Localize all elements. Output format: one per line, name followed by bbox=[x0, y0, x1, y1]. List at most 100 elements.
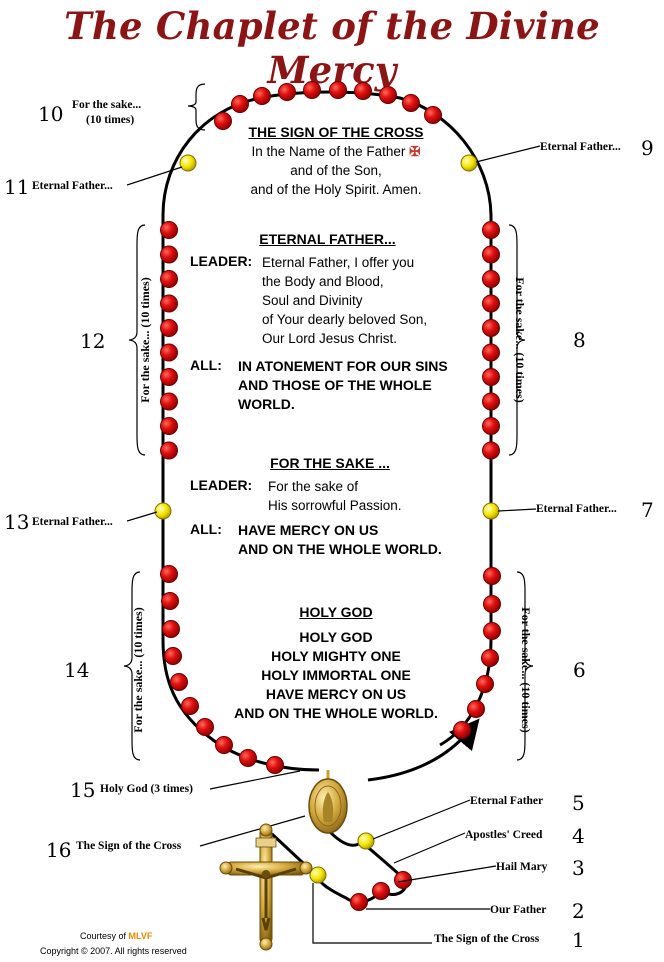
bead-red bbox=[482, 270, 500, 288]
bead-red bbox=[162, 620, 180, 638]
credit-courtesy: Courtesy of bbox=[80, 931, 127, 941]
leader-15 bbox=[209, 770, 301, 790]
bead-red bbox=[303, 81, 321, 99]
step-number-16: 16 bbox=[46, 838, 72, 862]
step-number-12: 12 bbox=[80, 329, 106, 353]
bead-red bbox=[170, 673, 188, 691]
step-number-9: 9 bbox=[641, 136, 654, 160]
bracket-8 bbox=[508, 224, 526, 456]
bead-red bbox=[160, 294, 178, 313]
bead-red bbox=[266, 756, 284, 774]
bead-red bbox=[231, 95, 249, 113]
leader-3 bbox=[397, 865, 497, 883]
bead-red bbox=[160, 417, 178, 435]
bead-red bbox=[402, 94, 420, 112]
bead-red bbox=[160, 368, 178, 386]
for-the-sake-block: FOR THE SAKE ... LEADER: For the sake of… bbox=[190, 455, 470, 559]
all-label: ALL: bbox=[190, 521, 222, 537]
leader-1 bbox=[312, 883, 432, 944]
bead-red bbox=[372, 882, 390, 900]
ef-all-line: WORLD. bbox=[238, 396, 295, 412]
bead-eternal-father bbox=[357, 832, 375, 850]
step-label-8: For the sake... (10 times) bbox=[513, 277, 527, 403]
fs-all-line: HAVE MERCY ON US bbox=[238, 522, 379, 538]
bead-red bbox=[160, 441, 178, 460]
step-number-3: 3 bbox=[572, 856, 585, 880]
bead-red bbox=[482, 245, 500, 264]
step-label-10-times: (10 times) bbox=[86, 114, 135, 126]
ef-leader-line: of Your dearly beloved Son, bbox=[262, 312, 428, 327]
bead-red bbox=[483, 595, 501, 613]
step-label-11: Eternal Father... bbox=[32, 180, 113, 192]
bead-red bbox=[253, 87, 271, 105]
bead-red bbox=[354, 82, 372, 100]
for-the-sake-all: ALL: HAVE MERCY ON US AND ON THE WHOLE W… bbox=[190, 521, 470, 559]
step-label-7: Eternal Father... bbox=[536, 503, 617, 515]
leader-4 bbox=[393, 832, 466, 864]
step-label-14: For the sake... (10 times) bbox=[131, 607, 145, 733]
bead-red bbox=[482, 319, 500, 337]
bead-eternal-father bbox=[482, 502, 500, 520]
bead-red bbox=[482, 294, 500, 313]
leader-7 bbox=[497, 508, 537, 512]
bracket-6 bbox=[516, 571, 534, 761]
bead-red bbox=[181, 697, 199, 715]
bracket-12 bbox=[128, 224, 146, 456]
fs-all-line: AND ON THE WHOLE WORLD. bbox=[238, 541, 442, 557]
step-label-3: Hail Mary bbox=[496, 861, 548, 873]
step-label-12: For the sake... (10 times) bbox=[138, 277, 152, 403]
bead-eternal-father bbox=[309, 866, 327, 884]
bead-red bbox=[161, 592, 179, 610]
crucifix-icon bbox=[219, 823, 313, 951]
bead-red bbox=[482, 417, 500, 435]
bead-red bbox=[379, 86, 397, 104]
holy-god-heading: HOLY GOD bbox=[299, 604, 373, 620]
bead-red bbox=[239, 749, 257, 767]
holy-god-line: HOLY IMMORTAL ONE bbox=[261, 667, 411, 683]
bracket-10 bbox=[187, 83, 206, 131]
miraculous-medal-icon bbox=[308, 770, 348, 834]
eternal-father-heading: ETERNAL FATHER... bbox=[259, 231, 396, 247]
step-label-13: Eternal Father... bbox=[32, 516, 113, 528]
bead-red bbox=[453, 721, 471, 739]
bead-red bbox=[164, 647, 182, 665]
bead-red bbox=[482, 221, 500, 239]
leader-16 bbox=[199, 815, 306, 847]
step-number-6: 6 bbox=[573, 658, 586, 682]
brackets bbox=[123, 83, 534, 761]
leader-label: LEADER: bbox=[190, 253, 253, 269]
step-number-5: 5 bbox=[572, 791, 585, 815]
step-number-13: 13 bbox=[4, 510, 30, 534]
leader-9 bbox=[475, 145, 541, 163]
leader-13 bbox=[126, 511, 158, 522]
eternal-father-block: ETERNAL FATHER... LEADER: Eternal Father… bbox=[190, 231, 465, 414]
bead-eternal-father bbox=[179, 154, 197, 172]
ef-all-line: AND THOSE OF THE WHOLE bbox=[238, 377, 432, 393]
step-number-1: 1 bbox=[572, 928, 585, 952]
bead-red bbox=[160, 565, 178, 583]
fs-leader-line: For the sake of bbox=[268, 479, 359, 494]
ef-leader-line: the Body and Blood, bbox=[262, 274, 384, 289]
bead-red bbox=[160, 319, 178, 337]
direction-arrow bbox=[367, 718, 480, 782]
eternal-father-all: ALL: IN ATONEMENT FOR OUR SINS AND THOSE… bbox=[190, 357, 465, 414]
beads bbox=[154, 81, 501, 911]
bead-eternal-father bbox=[460, 154, 478, 172]
step-number-7: 7 bbox=[641, 498, 654, 522]
bead-red bbox=[160, 343, 178, 362]
bead-red bbox=[160, 221, 178, 239]
bead-red bbox=[467, 700, 485, 718]
step-label-9: Eternal Father... bbox=[540, 141, 621, 153]
bead-red bbox=[196, 718, 214, 736]
bead-red bbox=[160, 270, 178, 288]
bracket-14 bbox=[123, 571, 141, 761]
holy-god-line: HAVE MERCY ON US bbox=[265, 686, 407, 702]
ef-leader-line: Soul and Divinity bbox=[262, 293, 363, 308]
bead-red bbox=[329, 81, 347, 99]
step-number-11: 11 bbox=[4, 175, 30, 199]
step-number-10: 10 bbox=[38, 102, 64, 126]
step-label-5: Eternal Father bbox=[470, 795, 544, 807]
bead-red bbox=[483, 622, 501, 640]
